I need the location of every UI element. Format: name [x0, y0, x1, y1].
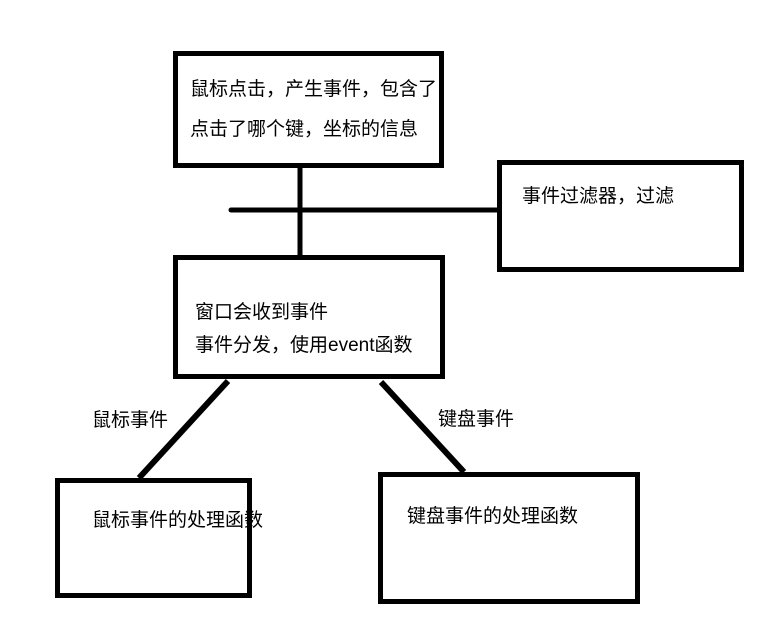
connector-window-to-mousehandler [136, 378, 231, 481]
node-keyboard-handler: 键盘事件的处理函数 [378, 472, 640, 604]
node-window-dispatch: 窗口会收到事件 事件分发，使用event函数 [173, 255, 445, 379]
edge-label-mouse-event: 鼠标事件 [92, 410, 169, 431]
node-window-dispatch-line2: 事件分发，使用event函数 [195, 335, 413, 356]
node-mouse-handler-label: 鼠标事件的处理函数 [92, 510, 264, 531]
node-mouse-handler: 鼠标事件的处理函数 [55, 478, 264, 598]
node-mouse-click-line1: 鼠标点击，产生事件，包含了 [190, 79, 438, 100]
connector-window-to-keyboardhandler [378, 379, 467, 475]
node-mouse-click-event: 鼠标点击，产生事件，包含了 点击了哪个键，坐标的信息 [173, 51, 444, 168]
node-event-filter: 事件过滤器，过滤 [497, 160, 744, 272]
node-event-filter-label: 事件过滤器，过滤 [522, 186, 675, 207]
edge-label-keyboard-event: 键盘事件 [438, 409, 515, 430]
node-mouse-click-line2: 点击了哪个键，坐标的信息 [190, 119, 419, 140]
node-window-dispatch-line1: 窗口会收到事件 [195, 302, 329, 323]
node-keyboard-handler-label: 键盘事件的处理函数 [407, 506, 579, 527]
